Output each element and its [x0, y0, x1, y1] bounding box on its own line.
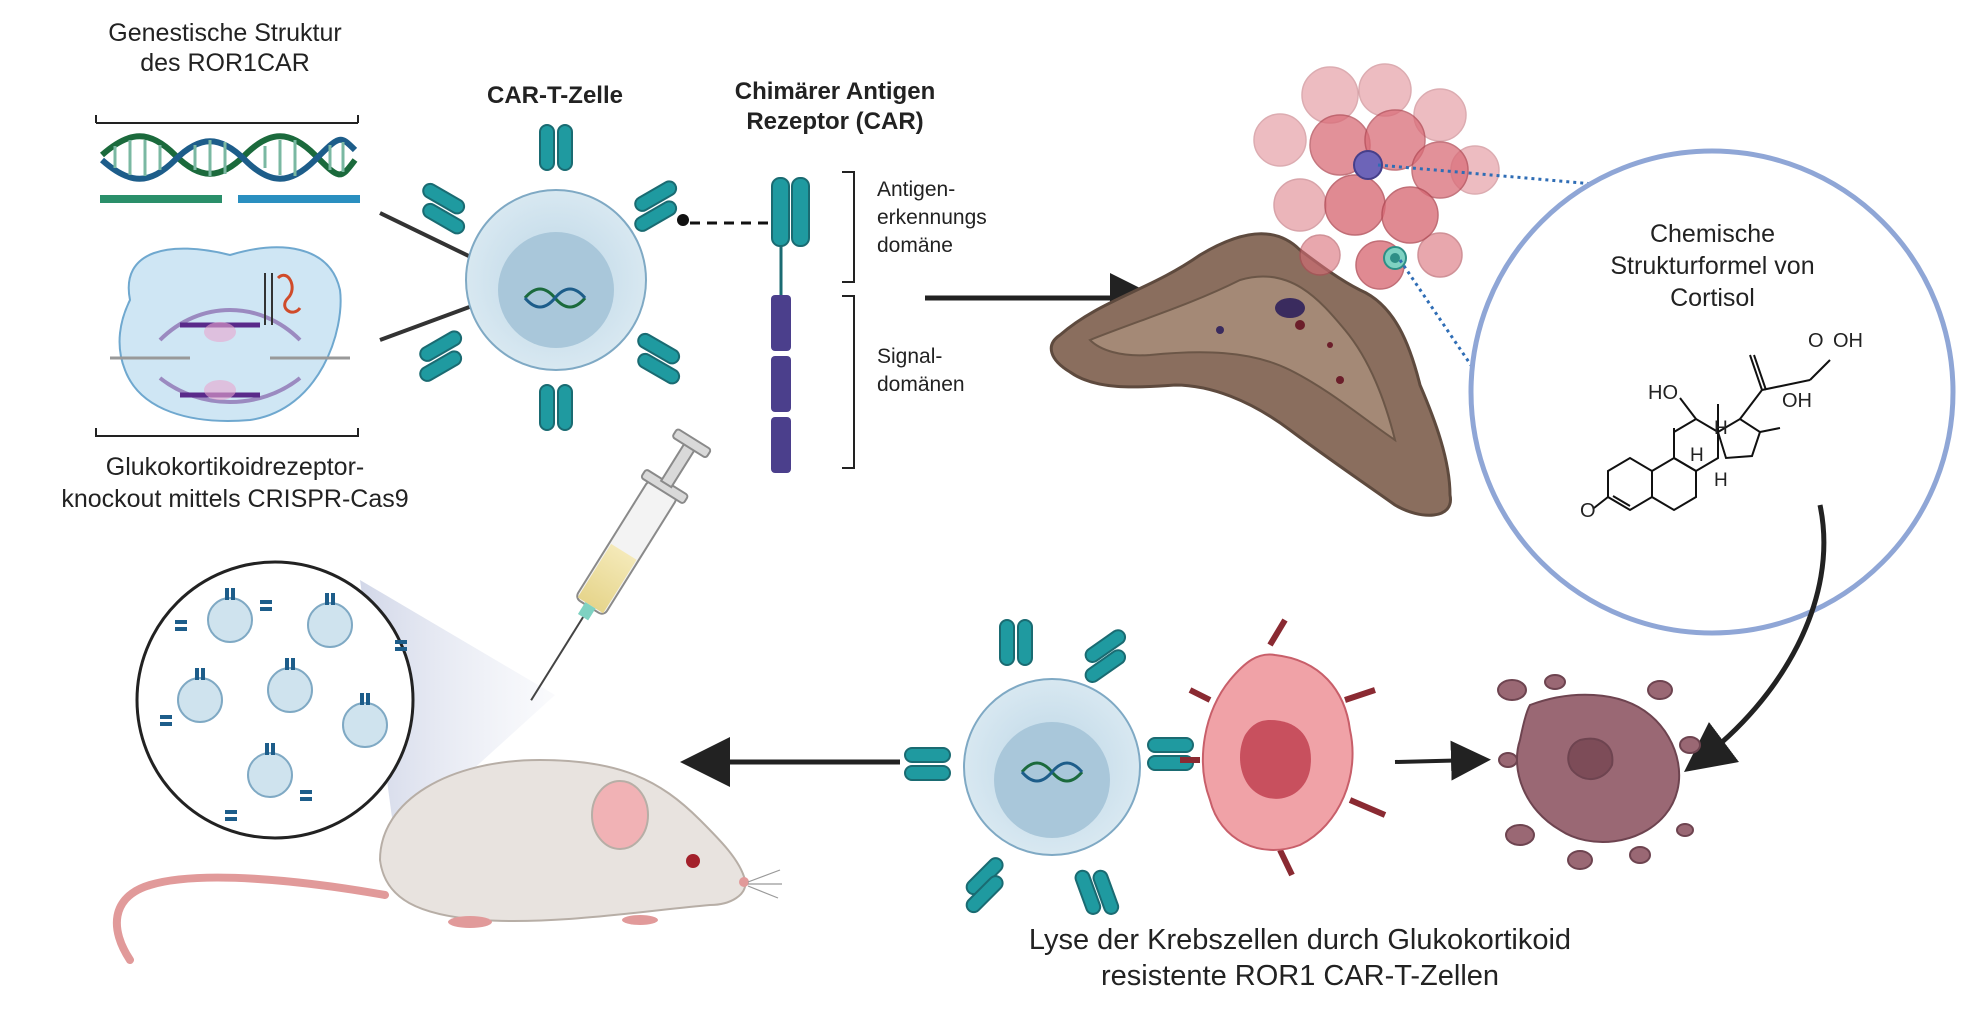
lysis-label: Lyse der Krebszellen durch Glukokortikoi…	[950, 922, 1650, 994]
knockout-label: Glukokortikoidrezeptor- knockout mittels…	[20, 451, 450, 515]
car-label: Chimärer Antigen Rezeptor (CAR)	[715, 77, 955, 137]
syringe-icon	[530, 428, 712, 701]
magnified-car-t-cells-icon	[135, 560, 555, 840]
car-line2: Rezeptor (CAR)	[746, 108, 924, 135]
cortisol-line1: Chemische	[1649, 220, 1776, 248]
dna-helix-icon	[95, 115, 360, 203]
gene-structure-line2: des ROR1CAR	[140, 49, 310, 77]
signal-domain-line2: domänen	[877, 373, 965, 396]
lysis-line1: Lyse der Krebszellen durch Glukokortikoi…	[1028, 924, 1572, 956]
knockout-line2: knockout mittels CRISPR-Cas9	[61, 485, 409, 513]
arrow-tumor-to-debris	[1394, 740, 1491, 781]
lysis-line2: resistente ROR1 CAR-T-Zellen	[1100, 960, 1500, 992]
cortisol-line3: Cortisol	[1670, 284, 1755, 312]
car-t-cell-label: CAR-T-Zelle	[486, 82, 623, 109]
mouse-icon	[113, 758, 782, 964]
cortisol-line2: Strukturformel von	[1610, 252, 1815, 280]
car-receptor-icon	[771, 171, 855, 473]
h-label-1: H	[1690, 445, 1704, 466]
car-t-cell-icon	[419, 124, 681, 431]
gene-structure-line1: Genestische Struktur	[108, 19, 342, 47]
signal-domain-line1: Signal-	[877, 345, 943, 368]
pancreas-tumor-icon	[1049, 63, 1500, 517]
knockout-line1: Glukokortikoidrezeptor-	[105, 453, 365, 481]
car-anchor-dot	[677, 214, 689, 226]
oh-right-label: OH	[1782, 390, 1812, 412]
signal-domain-label: Signal- domänen	[877, 343, 1027, 399]
h-label-3: H	[1714, 470, 1728, 491]
oxygen-top-label: O	[1808, 330, 1824, 352]
gene-structure-label: Genestische Struktur des ROR1CAR	[70, 18, 380, 78]
antigen-domain-label: Antigen- erkennungs domäne	[877, 176, 1027, 260]
car-line1: Chimärer Antigen	[734, 78, 936, 105]
antigen-domain-line3: domäne	[877, 234, 953, 257]
oxygen-left-label: O	[1580, 500, 1596, 522]
antigen-domain-line2: erkennungs	[877, 206, 987, 229]
car-t-cell-bottom-icon	[904, 619, 1194, 915]
cortisol-structure-icon	[1468, 148, 1956, 636]
h-label-2: H	[1714, 418, 1728, 439]
oh-top-label: OH	[1833, 330, 1863, 352]
tumor-cell-icon	[1180, 618, 1387, 877]
dotted-line-top	[1377, 163, 1606, 187]
arrow-cortisol-to-lysis	[1684, 504, 1827, 773]
cortisol-label: Chemische Strukturformel von Cortisol	[1585, 218, 1840, 314]
antigen-domain-line1: Antigen-	[877, 178, 956, 201]
crispr-cas9-icon	[95, 246, 359, 437]
lysed-cell-debris-icon	[1497, 674, 1701, 870]
ho-left-label: HO	[1648, 382, 1678, 404]
